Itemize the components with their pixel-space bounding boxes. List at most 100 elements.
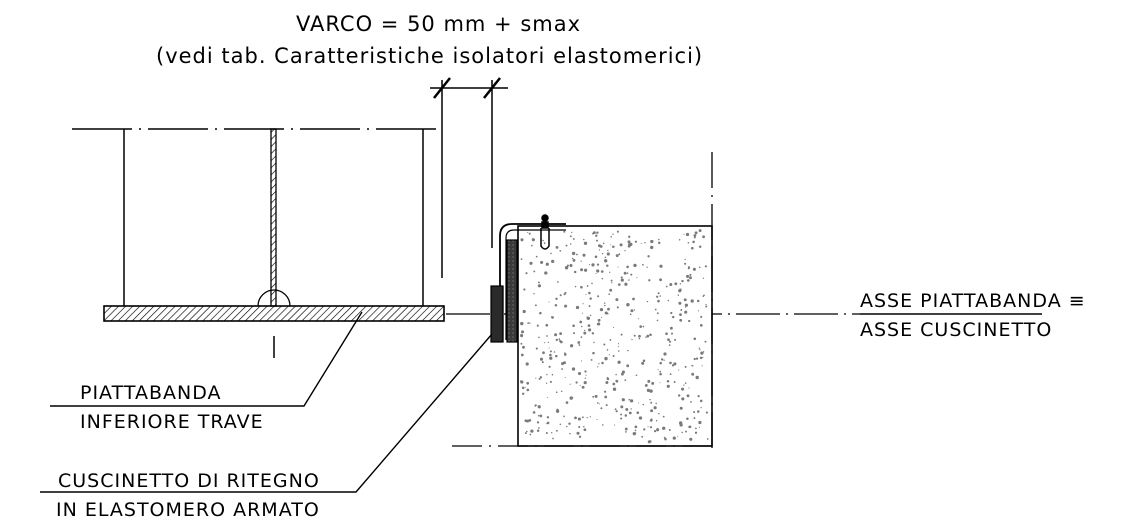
concrete-speckle [694, 431, 698, 434]
concrete-speckle [569, 432, 571, 435]
concrete-speckle [680, 309, 683, 311]
concrete-speckle [656, 312, 659, 315]
concrete-speckle [581, 385, 585, 389]
concrete-speckle [591, 332, 595, 335]
concrete-speckle [610, 244, 612, 246]
concrete-speckle [641, 435, 644, 438]
concrete-speckle [547, 341, 549, 344]
concrete-speckle [663, 359, 665, 361]
flange-label-line2: INFERIORE TRAVE [80, 411, 264, 433]
concrete-speckle [589, 416, 591, 418]
concrete-speckle [557, 281, 559, 283]
concrete-speckle [617, 346, 619, 348]
concrete-speckle [559, 332, 563, 336]
concrete-speckle [549, 350, 552, 353]
concrete-speckle [601, 252, 604, 255]
concrete-speckle [526, 381, 530, 385]
concrete-speckle [618, 350, 620, 352]
concrete-speckle [651, 381, 655, 385]
concrete-speckle [576, 431, 580, 435]
concrete-speckle [604, 304, 606, 307]
concrete-speckle [559, 250, 562, 252]
concrete-speckle [627, 240, 631, 244]
concrete-speckle [693, 417, 696, 420]
concrete-speckle [685, 232, 690, 237]
concrete-speckle [642, 263, 644, 266]
concrete-speckle [669, 340, 672, 343]
concrete-speckle [702, 356, 704, 358]
concrete-speckle [644, 242, 646, 244]
concrete-speckle [604, 356, 608, 361]
concrete-speckle [612, 382, 616, 386]
concrete-speckle [609, 271, 611, 273]
concrete-speckle [555, 297, 558, 301]
concrete-speckle [677, 294, 680, 296]
concrete-speckle [535, 255, 538, 258]
concrete-speckle [628, 398, 631, 401]
concrete-speckle [604, 256, 607, 259]
concrete-speckle [649, 419, 653, 422]
concrete-speckle [673, 381, 676, 383]
concrete-speckle [624, 379, 627, 381]
concrete-speckle [533, 239, 535, 241]
concrete-speckle [626, 265, 629, 269]
concrete-speckle [520, 380, 522, 383]
concrete-speckle [640, 243, 642, 245]
concrete-speckle [522, 309, 526, 314]
concrete-speckle [686, 417, 689, 420]
concrete-speckle [540, 260, 544, 264]
concrete-speckle [542, 351, 545, 355]
concrete-speckle [599, 307, 604, 312]
concrete-speckle [535, 377, 537, 379]
concrete-speckle [571, 231, 573, 234]
concrete-speckle [696, 299, 700, 303]
concrete-speckle [624, 282, 628, 286]
concrete-speckle [521, 386, 525, 390]
concrete-speckle [658, 238, 660, 241]
concrete-speckle [539, 357, 544, 361]
concrete-speckle [597, 318, 601, 322]
concrete-speckle [574, 416, 577, 420]
concrete-speckle [612, 387, 617, 391]
concrete-speckle [552, 437, 554, 440]
web-weld-arc [257, 289, 291, 307]
concrete-speckle [614, 408, 617, 411]
concrete-speckle [536, 324, 539, 327]
concrete-speckle [670, 332, 674, 335]
steel-angle [499, 223, 566, 342]
concrete-speckle [650, 401, 653, 404]
concrete-speckle [659, 278, 663, 282]
concrete-speckle [596, 402, 599, 404]
concrete-speckle [569, 243, 572, 245]
concrete-speckle [565, 401, 569, 404]
concrete-speckle [520, 238, 524, 242]
concrete-speckle [620, 417, 623, 420]
concrete-speckle [593, 341, 595, 344]
concrete-speckle [631, 338, 633, 341]
concrete-speckle [550, 252, 552, 255]
concrete-speckle [563, 361, 566, 365]
concrete-speckle [546, 396, 548, 399]
concrete-speckle [633, 309, 636, 311]
concrete-speckle [666, 379, 670, 383]
concrete-speckle [546, 416, 550, 419]
concrete-speckle [586, 316, 588, 318]
concrete-speckle [666, 384, 670, 388]
concrete-speckle [625, 431, 627, 433]
concrete-speckle [693, 357, 696, 361]
concrete-speckle [620, 413, 623, 416]
concrete-speckle [603, 302, 606, 304]
concrete-speckle [588, 264, 591, 266]
concrete-speckle [561, 368, 564, 370]
concrete-speckle [695, 427, 697, 430]
concrete-speckle [572, 237, 575, 240]
concrete-speckle [656, 295, 659, 298]
concrete-speckle [586, 285, 589, 287]
concrete-speckle [642, 359, 646, 363]
concrete-speckle [632, 432, 636, 436]
concrete-speckle [649, 333, 652, 337]
axis-label-line1: ASSE PIATTABANDA ≡ [860, 290, 1086, 312]
concrete-speckle [616, 306, 619, 309]
concrete-speckle [684, 365, 687, 368]
concrete-speckle [573, 270, 577, 274]
